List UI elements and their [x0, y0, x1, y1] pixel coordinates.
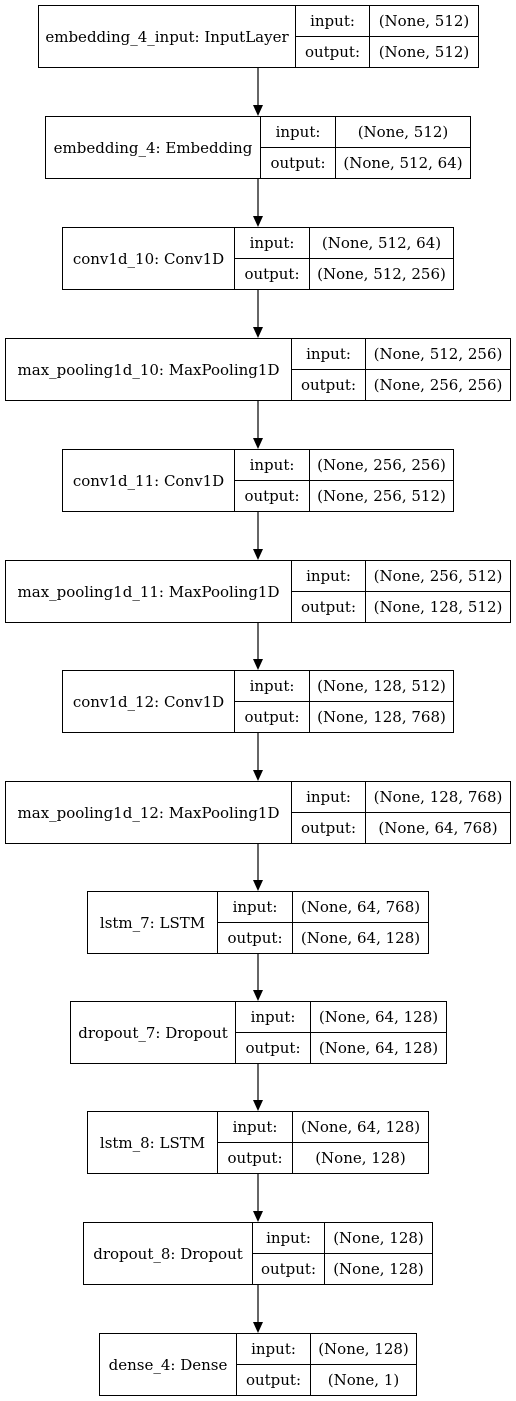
layer-name: conv1d_12: Conv1D	[63, 671, 235, 732]
arrowhead	[253, 990, 263, 1001]
output-label: output:	[300, 376, 357, 394]
layer-name: embedding_4_input: InputLayer	[39, 6, 296, 67]
layer-box-max-pooling-10: max_pooling1d_10: MaxPooling1D input: out…	[5, 338, 511, 401]
arrowhead	[253, 216, 263, 227]
layer-box-max-pooling-12: max_pooling1d_12: MaxPooling1D input: out…	[5, 781, 511, 844]
layer-box-lstm-7: lstm_7: LSTM input: output: (None, 64, 76…	[87, 891, 429, 954]
input-shape: (None, 512, 64)	[310, 228, 453, 259]
layer-box-dropout-7: dropout_7: Dropout input: output: (None, …	[70, 1001, 447, 1064]
output-label: output:	[245, 1371, 302, 1389]
output-label: output:	[260, 1260, 317, 1278]
input-label: input:	[237, 1334, 310, 1365]
layer-box-conv1d-12: conv1d_12: Conv1D input: output: (None, 1…	[62, 670, 454, 733]
input-label: input:	[292, 782, 365, 813]
layer-box-embedding-input: embedding_4_input: InputLayer input: outp…	[38, 5, 479, 68]
arrowhead	[253, 770, 263, 781]
output-label: output:	[244, 487, 300, 505]
output-shape: (None, 256, 256)	[373, 376, 503, 394]
arrowhead	[253, 1211, 263, 1222]
output-shape: (None, 64, 128)	[300, 929, 421, 947]
layer-name: max_pooling1d_12: MaxPooling1D	[6, 782, 292, 843]
layer-name: conv1d_10: Conv1D	[63, 228, 235, 289]
output-label: output:	[244, 708, 300, 726]
input-shape: (None, 64, 128)	[293, 1112, 428, 1143]
input-shape: (None, 512)	[336, 117, 470, 148]
layer-name: dense_4: Dense	[100, 1334, 237, 1395]
input-shape: (None, 64, 768)	[293, 892, 428, 923]
arrowhead	[253, 105, 263, 116]
layer-box-dropout-8: dropout_8: Dropout input: output: (None, …	[83, 1222, 433, 1285]
output-label: output:	[304, 43, 361, 61]
output-label: output:	[227, 929, 283, 947]
input-shape: (None, 512)	[370, 6, 478, 37]
layer-name: max_pooling1d_10: MaxPooling1D	[6, 339, 292, 400]
output-shape: (None, 64, 768)	[378, 819, 498, 837]
input-shape: (None, 128, 512)	[310, 671, 453, 702]
layer-name: lstm_8: LSTM	[88, 1112, 218, 1173]
arrowhead	[253, 659, 263, 670]
input-label: input:	[235, 228, 309, 259]
input-label: input:	[235, 671, 309, 702]
output-label: output:	[270, 154, 326, 172]
output-label: output:	[244, 265, 300, 283]
layer-box-conv1d-10: conv1d_10: Conv1D input: output: (None, 5…	[62, 227, 454, 290]
input-label: input:	[253, 1223, 324, 1254]
output-shape: (None, 256, 512)	[317, 487, 446, 505]
layer-box-dense-4: dense_4: Dense input: output: (None, 128)…	[99, 1333, 417, 1396]
output-shape: (None, 128, 768)	[317, 708, 446, 726]
input-label: input:	[236, 1002, 310, 1033]
input-shape: (None, 128)	[325, 1223, 432, 1254]
output-label: output:	[227, 1149, 283, 1167]
layer-name: embedding_4: Embedding	[46, 117, 261, 178]
output-shape: (None, 512, 256)	[317, 265, 446, 283]
input-shape: (None, 128, 768)	[366, 782, 510, 813]
output-shape: (None, 64, 128)	[318, 1039, 439, 1057]
input-shape: (None, 512, 256)	[366, 339, 510, 370]
arrowhead	[253, 438, 263, 449]
layer-name: dropout_8: Dropout	[84, 1223, 253, 1284]
output-label: output:	[300, 819, 357, 837]
input-shape: (None, 256, 512)	[366, 561, 510, 592]
output-label: output:	[300, 598, 357, 616]
layer-name: max_pooling1d_11: MaxPooling1D	[6, 561, 292, 622]
output-label: output:	[245, 1039, 301, 1057]
layer-name: lstm_7: LSTM	[88, 892, 218, 953]
input-label: input:	[218, 892, 292, 923]
input-label: input:	[292, 339, 365, 370]
output-shape: (None, 128, 512)	[373, 598, 503, 616]
input-label: input:	[218, 1112, 292, 1143]
input-shape: (None, 64, 128)	[311, 1002, 446, 1033]
output-shape: (None, 128)	[333, 1260, 424, 1278]
input-shape: (None, 256, 256)	[310, 450, 453, 481]
layer-box-lstm-8: lstm_8: LSTM input: output: (None, 64, 12…	[87, 1111, 429, 1174]
arrowhead	[253, 1100, 263, 1111]
input-shape: (None, 128)	[311, 1334, 416, 1365]
input-label: input:	[261, 117, 335, 148]
output-shape: (None, 512)	[378, 43, 470, 61]
output-shape: (None, 512, 64)	[343, 154, 463, 172]
layer-name: conv1d_11: Conv1D	[63, 450, 235, 511]
input-label: input:	[292, 561, 365, 592]
layer-box-max-pooling-11: max_pooling1d_11: MaxPooling1D input: out…	[5, 560, 511, 623]
arrowhead	[253, 327, 263, 338]
layer-box-conv1d-11: conv1d_11: Conv1D input: output: (None, 2…	[62, 449, 454, 512]
arrowhead	[253, 1322, 263, 1333]
layer-name: dropout_7: Dropout	[71, 1002, 236, 1063]
input-label: input:	[235, 450, 309, 481]
output-shape: (None, 128)	[315, 1149, 406, 1167]
arrowhead	[253, 880, 263, 891]
layer-box-embedding: embedding_4: Embedding input: output: (No…	[45, 116, 471, 179]
input-label: input:	[296, 6, 369, 37]
output-shape: (None, 1)	[327, 1371, 400, 1389]
arrowhead	[253, 549, 263, 560]
